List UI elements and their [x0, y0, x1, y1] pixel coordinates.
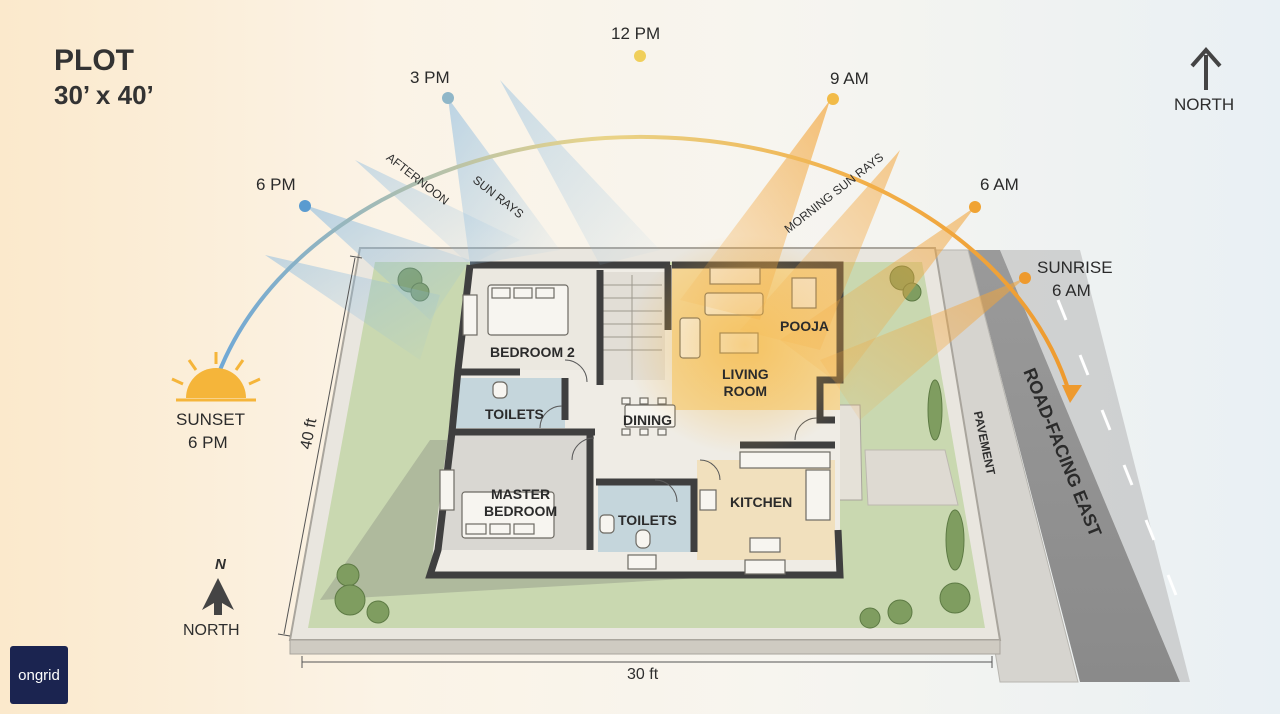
room-toilets-lower: TOILETS [618, 512, 677, 528]
sunset-sun-icon [171, 352, 261, 402]
room-living-room: LIVING ROOM [722, 366, 769, 399]
sun-path-markers [299, 50, 1031, 284]
morning-sun-rays [625, 100, 1025, 455]
room-dining: DINING [623, 412, 672, 428]
time-label-6am: 6 AM [980, 175, 1019, 194]
plot-dimensions: 30’ x 40’ [54, 80, 154, 110]
sun-path-arc [216, 134, 1072, 396]
road [968, 250, 1190, 682]
dimension-lines [277, 255, 993, 668]
north-letter: N [215, 556, 226, 573]
north-arrow-bottom-icon [202, 578, 234, 615]
north-label-bottom: NORTH [183, 622, 240, 639]
north-label-top: NORTH [1174, 95, 1235, 114]
north-arrow-top-icon [1190, 46, 1222, 90]
room-bedroom-2: BEDROOM 2 [490, 344, 575, 360]
room-kitchen: KITCHEN [730, 494, 793, 510]
afternoon-sun-rays [265, 80, 660, 360]
plot-title: PLOT [54, 44, 134, 77]
sunrise-label: SUNRISE [1037, 258, 1113, 277]
logo-text: ongrid [18, 666, 60, 684]
time-label-3pm: 3 PM [410, 68, 450, 87]
time-label-12pm: 12 PM [611, 24, 661, 43]
ongrid-logo: ongrid [10, 646, 68, 704]
width-dimension: 30 ft [627, 666, 659, 683]
room-pooja: POOJA [780, 318, 830, 334]
room-master-bedroom: MASTER BEDROOM [484, 486, 558, 519]
room-toilets-upper: TOILETS [485, 406, 544, 422]
sunset-label: SUNSET [176, 410, 245, 429]
sun-path-arrowhead [1062, 385, 1082, 403]
time-label-9am: 9 AM [830, 69, 869, 88]
paved-courtyard [864, 449, 959, 506]
time-label-6pm: 6 PM [256, 175, 296, 194]
sunrise-time: 6 AM [1052, 281, 1091, 300]
sunset-time: 6 PM [188, 433, 228, 452]
